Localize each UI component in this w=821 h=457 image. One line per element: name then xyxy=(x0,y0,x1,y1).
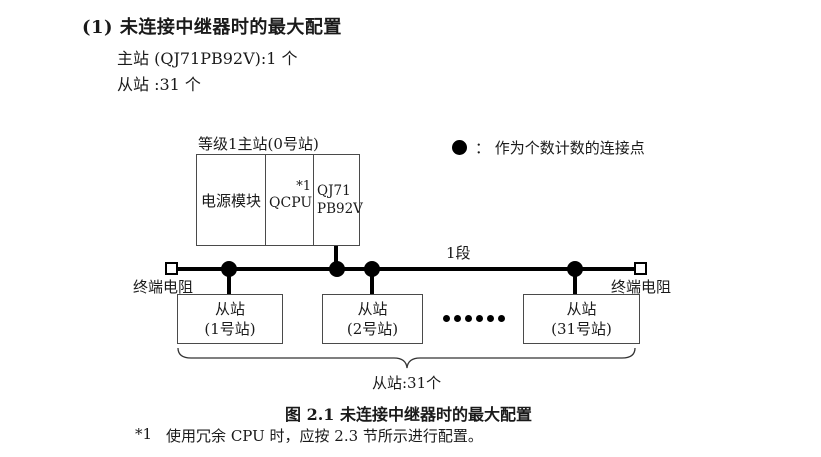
master-drop-line xyxy=(334,246,338,270)
ellipsis-dot xyxy=(443,315,450,322)
bus-line xyxy=(172,267,638,271)
qj71pb92v-cell: QJ71 PB92V xyxy=(314,155,363,245)
footnote: *1 使用冗余 CPU 时，应按 2.3 节所示进行配置。 xyxy=(135,425,483,446)
ellipsis-dot xyxy=(498,315,505,322)
slave-station-box-31: 从站 (31号站) xyxy=(523,294,640,344)
footnote-text: 使用冗余 CPU 时，应按 2.3 节所示进行配置。 xyxy=(166,427,483,445)
segment-label: 1段 xyxy=(446,244,471,262)
slave-station-box-1: 从站 (1号站) xyxy=(177,294,283,344)
terminal-resistor-right-label: 终端电阻 xyxy=(611,278,672,296)
slave31-drop-line xyxy=(573,270,577,294)
connection-dot xyxy=(567,261,583,277)
connection-point-icon xyxy=(452,140,467,155)
slave2-drop-line xyxy=(370,270,374,294)
master-count-line: 主站 (QJ71PB92V):1 个 xyxy=(117,49,298,68)
legend-text: ： 作为个数计数的连接点 xyxy=(475,139,645,157)
qj71-label-line2: PB92V xyxy=(317,201,363,217)
legend: ： 作为个数计数的连接点 xyxy=(452,137,645,158)
brace xyxy=(177,347,636,369)
ellipsis-dots xyxy=(443,315,505,322)
qcpu-label: QCPU xyxy=(269,195,313,211)
slave-count-line: 从站 :31 个 xyxy=(117,75,201,94)
qj71-label-line1: QJ71 xyxy=(317,183,351,199)
connection-dot xyxy=(364,261,380,277)
master-station-box: 电源模块 *1 QCPU QJ71 PB92V xyxy=(196,154,363,246)
master-station-label: 等级1主站(0号站) xyxy=(198,135,319,153)
footnote-marker: *1 xyxy=(135,425,153,443)
terminal-resistor-right-icon xyxy=(634,262,647,275)
slave-station-box-2: 从站 (2号站) xyxy=(322,294,423,344)
section-heading: (1) 未连接中继器时的最大配置 xyxy=(82,17,342,38)
slave2-label-line2: (2号站) xyxy=(346,320,399,338)
slave1-drop-line xyxy=(227,270,231,294)
slave2-label-line1: 从站 xyxy=(357,300,388,318)
ellipsis-dot xyxy=(465,315,472,322)
qcpu-cell: *1 QCPU xyxy=(266,155,314,245)
slave31-label-line2: (31号站) xyxy=(551,320,612,338)
ellipsis-dot xyxy=(454,315,461,322)
ellipsis-dot xyxy=(476,315,483,322)
terminal-resistor-left-icon xyxy=(165,262,178,275)
slave31-label-line1: 从站 xyxy=(566,300,597,318)
power-module-cell: 电源模块 xyxy=(197,155,266,245)
slave1-label-line1: 从站 xyxy=(214,300,245,318)
brace-label: 从站:31个 xyxy=(372,374,442,392)
ellipsis-dot xyxy=(487,315,494,322)
power-module-label: 电源模块 xyxy=(200,191,261,210)
figure-caption: 图 2.1 未连接中继器时的最大配置 xyxy=(285,405,532,424)
connection-dot xyxy=(221,261,237,277)
connection-dot xyxy=(329,261,345,277)
terminal-resistor-left-label: 终端电阻 xyxy=(133,278,194,296)
footnote-reference: *1 xyxy=(296,179,311,194)
slave1-label-line2: (1号站) xyxy=(204,320,256,338)
